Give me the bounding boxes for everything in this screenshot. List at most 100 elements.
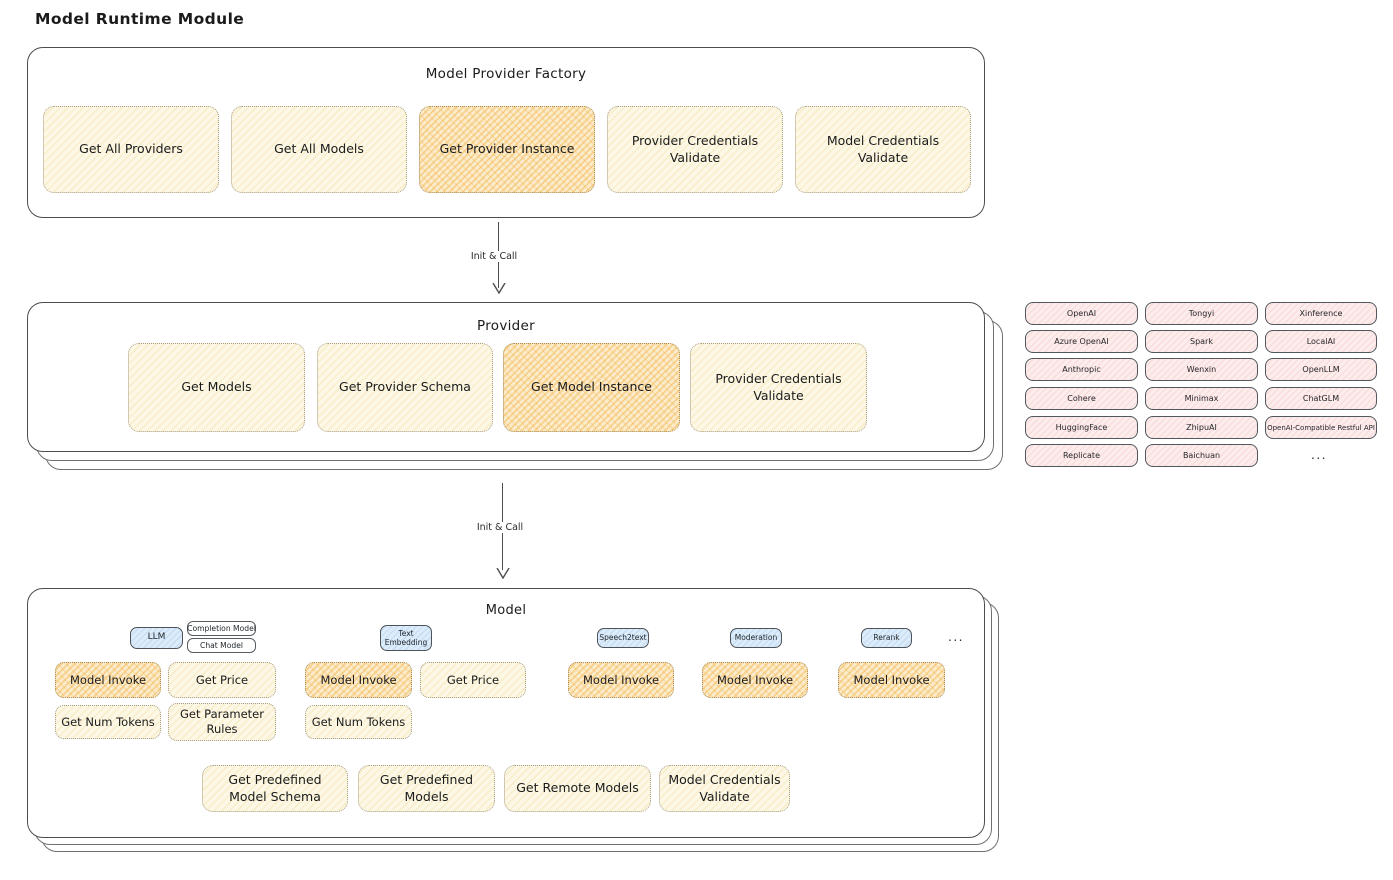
provider-chip-anthropic: Anthropic [1025, 358, 1138, 381]
model-box-llm-get-price: Get Price [168, 662, 276, 698]
provider-chip-cohere: Cohere [1025, 387, 1138, 410]
chip-label: OpenLLM [1302, 365, 1340, 374]
box-label: Model Credentials Validate [668, 772, 781, 804]
box-label: Get All Providers [79, 141, 183, 157]
factory-box-get-all-models: Get All Models [231, 106, 407, 193]
provider-box-get-provider-schema: Get Provider Schema [317, 343, 493, 432]
chip-label: HuggingFace [1055, 423, 1108, 432]
provider-chip-openai-compatible-restful-api: OpenAI-Compatible Restful API [1265, 416, 1377, 439]
box-label: Provider Credentials Validate [631, 133, 759, 165]
init-call-arrow-1-label: Init & Call [466, 251, 522, 262]
model-box-llm-model-invoke: Model Invoke [55, 662, 161, 698]
box-label: Get Parameter Rules [180, 707, 264, 736]
box-label: Model Invoke [69, 672, 147, 687]
chip-label: OpenAI-Compatible Restful API [1267, 423, 1375, 432]
chip-label: ZhipuAI [1186, 423, 1217, 432]
arrow-head-icon [492, 283, 506, 294]
provider-chip-openai: OpenAI [1025, 302, 1138, 325]
provider-chip-zhipuai: ZhipuAI [1145, 416, 1258, 439]
model-box-llm-get-num-tokens: Get Num Tokens [55, 705, 161, 739]
badge-text-embedding: Text Embedding [380, 625, 432, 651]
chip-label: Spark [1190, 337, 1213, 346]
model-box-get-remote-models: Get Remote Models [504, 765, 651, 812]
badge-moderation: Moderation [730, 628, 782, 648]
factory-box-provider-credentials-validate: Provider Credentials Validate [607, 106, 783, 193]
provider-chip-azure-openai: Azure OpenAI [1025, 330, 1138, 353]
model-box-te-get-num-tokens: Get Num Tokens [305, 705, 412, 739]
providers-grid-ellipsis: ... [1311, 448, 1327, 462]
factory-box-get-provider-instance: Get Provider Instance [419, 106, 595, 193]
model-box-llm-get-parameter-rules: Get Parameter Rules [168, 703, 276, 741]
provider-box-get-model-instance: Get Model Instance [503, 343, 680, 432]
factory-box-model-credentials-validate: Model Credentials Validate [795, 106, 971, 193]
box-label: Model Invoke [853, 672, 930, 687]
chip-label: Cohere [1067, 394, 1096, 403]
chip-label: Minimax [1184, 394, 1219, 403]
box-label: Get Remote Models [516, 780, 639, 796]
provider-chip-xinference: Xinference [1265, 302, 1377, 325]
box-label: Get Price [195, 672, 249, 687]
badge-label: Speech2text [599, 633, 647, 643]
provider-chip-replicate: Replicate [1025, 444, 1138, 467]
provider-chip-tongyi: Tongyi [1145, 302, 1258, 325]
provider-chip-spark: Spark [1145, 330, 1258, 353]
box-label: Get Model Instance [531, 379, 652, 395]
provider-chip-chatglm: ChatGLM [1265, 387, 1377, 410]
model-box-te-get-price: Get Price [420, 662, 526, 698]
provider-panel-title: Provider [477, 318, 535, 334]
factory-panel-title: Model Provider Factory [425, 66, 587, 82]
chip-label: LocalAI [1306, 337, 1336, 346]
badge-label: LLM [147, 632, 166, 643]
badge-llm: LLM [130, 627, 183, 649]
box-label: Provider Credentials Validate [715, 371, 842, 403]
badge-label: Text Embedding [384, 628, 428, 647]
box-label: Model Invoke [582, 672, 660, 687]
badge-chat-model: Chat Model [187, 638, 256, 653]
provider-chip-localai: LocalAI [1265, 330, 1377, 353]
chip-label: Replicate [1062, 451, 1100, 460]
provider-chip-wenxin: Wenxin [1145, 358, 1258, 381]
badge-label: Chat Model [200, 640, 243, 650]
model-box-get-predefined-model-schema: Get Predefined Model Schema [202, 765, 348, 812]
factory-box-get-all-providers: Get All Providers [43, 106, 219, 193]
badge-label: Moderation [734, 633, 778, 643]
provider-box-get-models: Get Models [128, 343, 305, 432]
box-label: Get Models [181, 379, 252, 395]
badge-label: Rerank [873, 633, 900, 643]
chip-label: Baichuan [1182, 451, 1221, 460]
box-label: Get All Models [274, 141, 364, 157]
chip-label: Xinference [1299, 309, 1343, 318]
chip-label: OpenAI [1066, 309, 1097, 318]
chip-label: Tongyi [1188, 309, 1215, 318]
model-box-get-predefined-models: Get Predefined Models [358, 765, 495, 812]
model-box-te-model-invoke: Model Invoke [305, 662, 412, 698]
box-label: Get Predefined Models [379, 772, 474, 804]
badge-label: Completion Model [187, 623, 256, 633]
box-label: Get Num Tokens [61, 714, 155, 729]
badge-speech2text: Speech2text [597, 628, 649, 648]
box-label: Model Invoke [320, 672, 397, 687]
provider-chip-huggingface: HuggingFace [1025, 416, 1138, 439]
chip-label: Anthropic [1062, 365, 1101, 374]
box-label: Get Provider Instance [439, 141, 575, 157]
badge-completion-model: Completion Model [187, 621, 256, 636]
chip-label: Wenxin [1186, 365, 1217, 374]
model-box-moderation-model-invoke: Model Invoke [702, 662, 808, 698]
provider-chip-baichuan: Baichuan [1145, 444, 1258, 467]
model-box-model-credentials-validate: Model Credentials Validate [659, 765, 790, 812]
box-label: Get Predefined Model Schema [228, 772, 322, 804]
provider-box-provider-credentials-validate: Provider Credentials Validate [690, 343, 867, 432]
badge-rerank: Rerank [861, 628, 912, 648]
box-label: Get Num Tokens [311, 714, 406, 729]
model-panel-title: Model [485, 603, 527, 618]
model-box-s2t-model-invoke: Model Invoke [568, 662, 674, 698]
chip-label: Azure OpenAI [1054, 337, 1109, 346]
provider-chip-openllm: OpenLLM [1265, 358, 1377, 381]
provider-chip-minimax: Minimax [1145, 387, 1258, 410]
box-label: Get Provider Schema [339, 379, 471, 395]
model-badges-ellipsis: ... [948, 630, 964, 644]
chip-label: ChatGLM [1302, 394, 1340, 403]
model-box-rerank-model-invoke: Model Invoke [838, 662, 945, 698]
box-label: Get Price [446, 672, 500, 687]
